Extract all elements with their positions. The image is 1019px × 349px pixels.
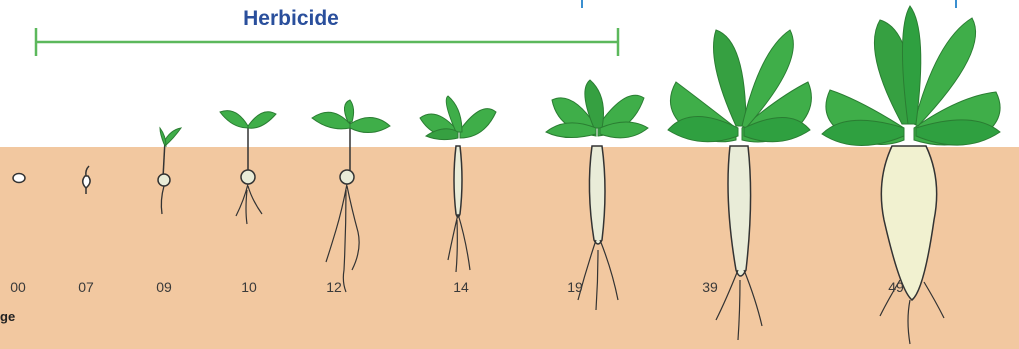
plant-stage-07 — [83, 166, 90, 194]
herbicide-title: Herbicide — [216, 7, 366, 31]
stage-code-49: 49 — [876, 279, 916, 295]
stage-code-00: 00 — [0, 279, 38, 295]
stage-code-19: 19 — [555, 279, 595, 295]
stage-code-09: 09 — [144, 279, 184, 295]
herbicide-bracket — [36, 28, 618, 56]
stage-caption: ge — [0, 309, 15, 324]
top-bracket-ticks — [582, 0, 956, 8]
plant-stage-09 — [158, 128, 181, 214]
plant-stage-14 — [420, 96, 496, 272]
stage-code-10: 10 — [229, 279, 269, 295]
stage-code-12: 12 — [314, 279, 354, 295]
plant-stage-10 — [220, 111, 276, 224]
stage-code-07: 07 — [66, 279, 106, 295]
stage-code-39: 39 — [690, 279, 730, 295]
plant-stage-00 — [13, 174, 25, 183]
plant-stage-19 — [546, 80, 648, 310]
plant-stage-12 — [312, 100, 390, 292]
stage-code-14: 14 — [441, 279, 481, 295]
